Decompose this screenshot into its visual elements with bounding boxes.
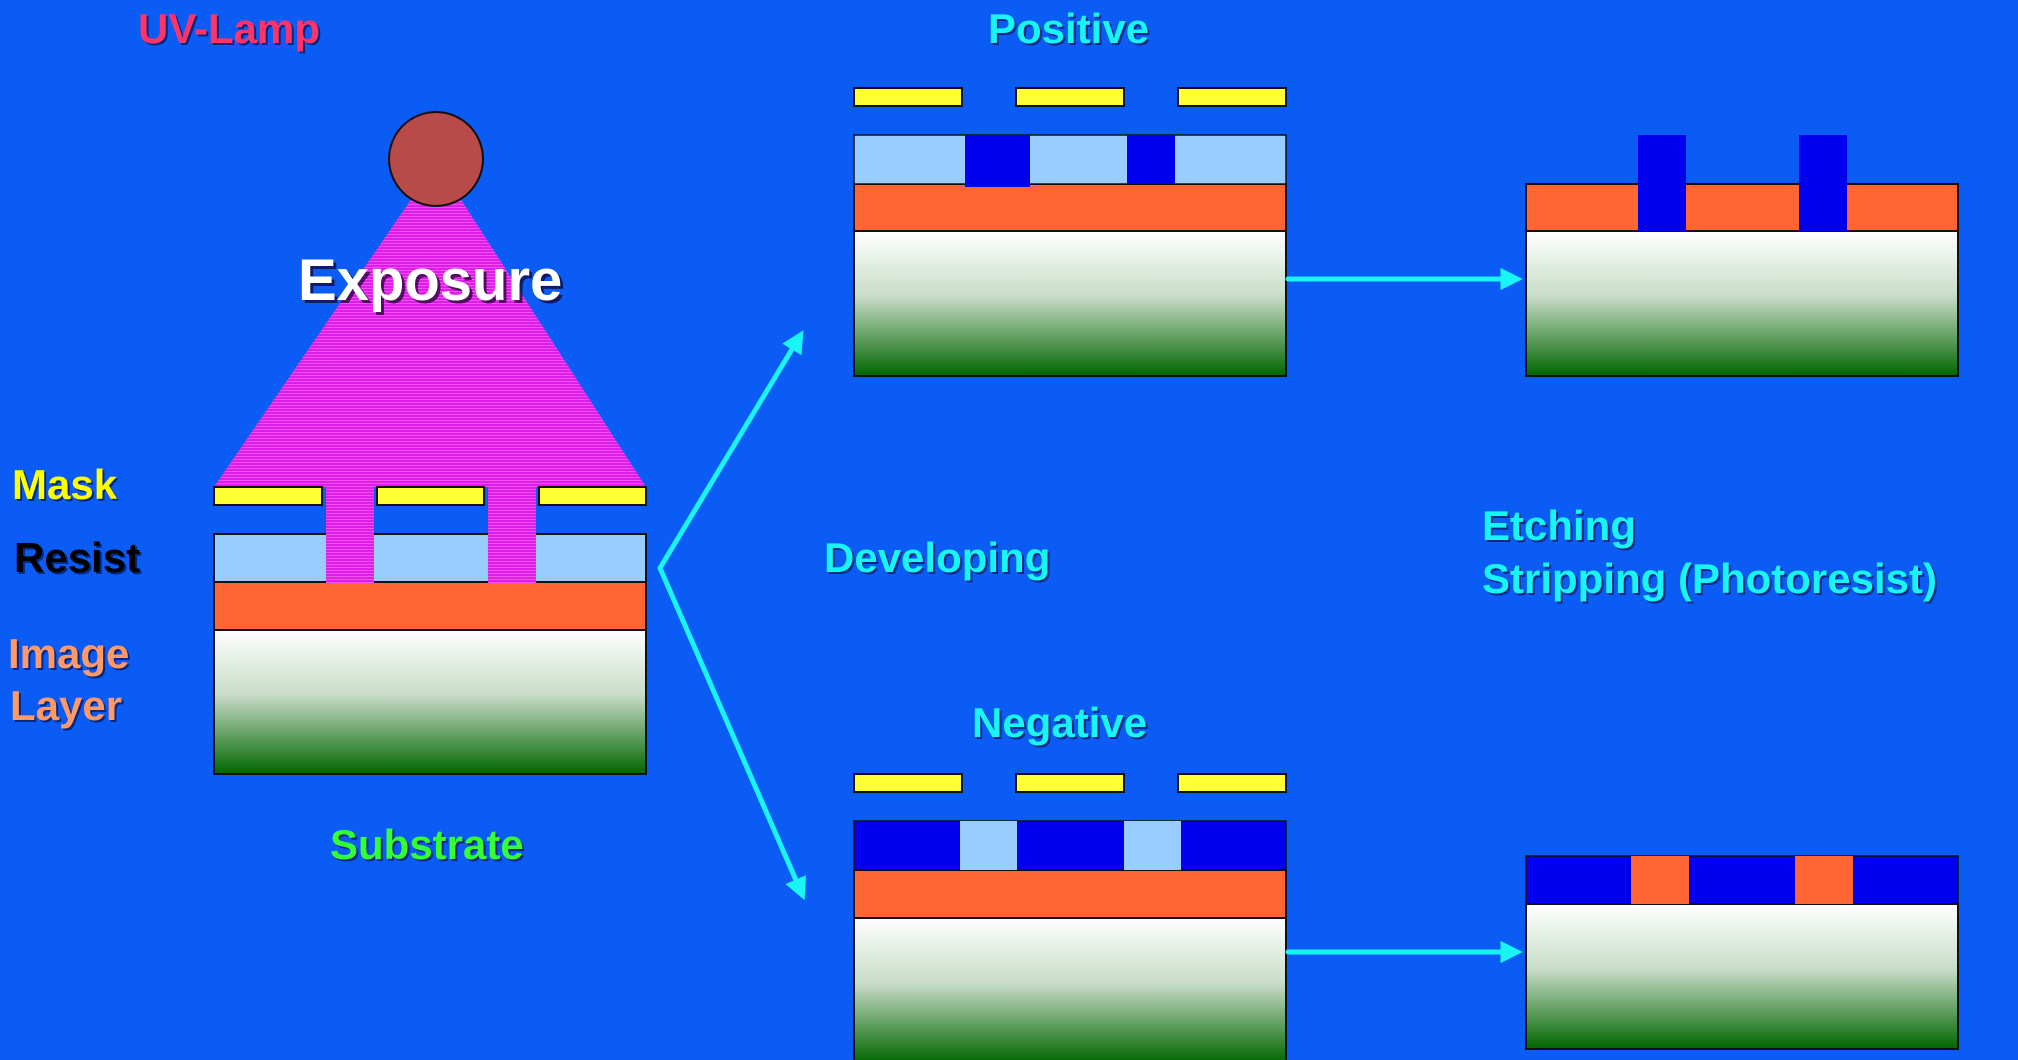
image-layer-block bbox=[853, 869, 1287, 919]
stripping-label: Stripping (Photoresist) bbox=[1482, 555, 1937, 602]
image-layer-label-line2: Layer bbox=[10, 682, 123, 729]
substrate-block bbox=[1525, 903, 1959, 1050]
exposure-label: Exposure bbox=[298, 248, 563, 313]
positive-developed-stack bbox=[853, 134, 1287, 377]
resist-gap bbox=[1124, 821, 1181, 870]
developing-label: Developing bbox=[824, 534, 1051, 581]
negative-mask bbox=[853, 773, 1287, 793]
mask-bar bbox=[376, 486, 485, 506]
image-layer-block bbox=[213, 581, 647, 631]
positive-etched-stack bbox=[1525, 135, 1959, 377]
mask-bar bbox=[1177, 87, 1287, 107]
resist-label: Resist bbox=[14, 534, 141, 581]
hardened-resist-segment bbox=[1799, 135, 1847, 231]
image-layer-segment bbox=[1795, 856, 1853, 904]
mask-bar bbox=[538, 486, 647, 506]
substrate-block bbox=[1525, 230, 1959, 377]
arrow-to-positive bbox=[657, 330, 804, 571]
hardened-resist-layer bbox=[1525, 855, 1959, 905]
exposure-stack bbox=[213, 533, 647, 775]
arrow-to-negative bbox=[657, 565, 807, 901]
hardened-resist-segment bbox=[1638, 135, 1686, 231]
hardened-resist-segment bbox=[1127, 135, 1175, 184]
mask-bar bbox=[213, 486, 323, 506]
mask-bar bbox=[1015, 87, 1125, 107]
positive-mask bbox=[853, 87, 1287, 107]
resist-gap bbox=[960, 821, 1017, 870]
hardened-resist-layer bbox=[853, 820, 1287, 871]
mask-exposure bbox=[213, 486, 647, 506]
image-layer-segment bbox=[1631, 856, 1689, 904]
mask-bar bbox=[1177, 773, 1287, 793]
negative-label: Negative bbox=[972, 699, 1148, 746]
negative-developed-stack bbox=[853, 820, 1287, 1060]
image-layer-block bbox=[1525, 183, 1959, 232]
uv-lamp-label: UV-Lamp bbox=[138, 5, 321, 52]
uv-lamp-bulb bbox=[388, 111, 484, 207]
uv-beam-left bbox=[326, 487, 374, 583]
mask-bar bbox=[853, 773, 963, 793]
flow-arrows bbox=[657, 267, 1523, 964]
substrate-label: Substrate bbox=[330, 821, 524, 868]
uv-beam-right bbox=[488, 487, 536, 583]
uv-light bbox=[214, 198, 646, 583]
resist-block bbox=[853, 134, 1287, 185]
etching-label: Etching bbox=[1482, 502, 1636, 549]
mask-label: Mask bbox=[12, 461, 118, 508]
resist-block bbox=[213, 533, 647, 583]
substrate-block bbox=[213, 629, 647, 775]
mask-bar bbox=[853, 87, 963, 107]
hardened-resist-segment bbox=[965, 135, 1030, 187]
image-layer-label-line1: Image bbox=[8, 630, 130, 677]
uv-light-cone bbox=[214, 198, 646, 487]
mask-bar bbox=[1015, 773, 1125, 793]
image-layer-block bbox=[853, 183, 1287, 232]
substrate-block bbox=[853, 917, 1287, 1060]
substrate-block bbox=[853, 230, 1287, 377]
negative-etched-stack bbox=[1525, 855, 1959, 1050]
positive-label: Positive bbox=[988, 5, 1150, 52]
